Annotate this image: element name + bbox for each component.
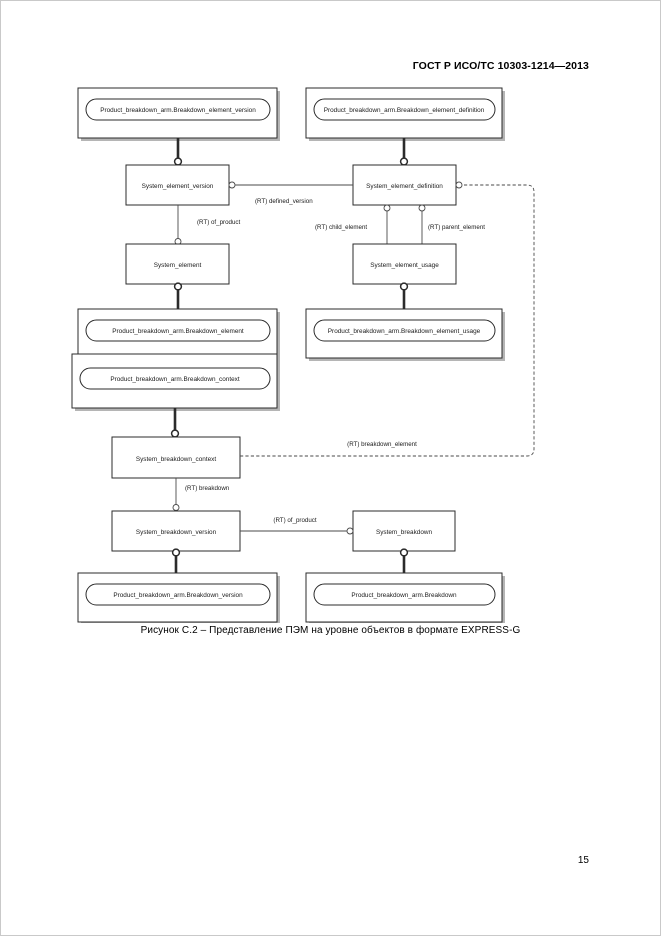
connector-e7-to-sb7 bbox=[399, 548, 409, 573]
entity-label: System_element_version bbox=[142, 183, 214, 190]
schema-label: Product_breakdown_arm.Breakdown_element bbox=[112, 328, 244, 335]
schema-label: Product_breakdown_arm.Breakdown_context bbox=[110, 376, 240, 383]
entity-label: System_breakdown_context bbox=[136, 456, 217, 463]
schema-label: Product_breakdown_arm.Breakdown_version bbox=[113, 592, 243, 599]
relationship-label: (RT) defined_version bbox=[255, 198, 313, 205]
relationship-breakdown-element: (RT) breakdown_element bbox=[240, 181, 535, 457]
relationship-defined-version: (RT) defined_version bbox=[228, 181, 353, 205]
schema-box-breakdown-element-usage: Product_breakdown_arm.Breakdown_element_… bbox=[305, 308, 505, 361]
schema-box-breakdown-element-version: Product_breakdown_arm.Breakdown_element_… bbox=[77, 87, 280, 141]
entity-system-breakdown: System_breakdown bbox=[352, 510, 456, 552]
schema-label: Product_breakdown_arm.Breakdown bbox=[351, 592, 457, 599]
connector-sb1-to-e1 bbox=[173, 138, 183, 166]
connector-e6-to-sb6 bbox=[171, 548, 181, 573]
entity-system-breakdown-version: System_breakdown_version bbox=[111, 510, 241, 552]
relationship-label: (RT) of_product bbox=[197, 219, 240, 226]
relationship-child-element: (RT) child_element bbox=[315, 204, 391, 244]
connector-e3-to-sb3 bbox=[173, 282, 183, 309]
connector-sb2-to-e2 bbox=[399, 138, 409, 166]
schema-box-breakdown: Product_breakdown_arm.Breakdown bbox=[305, 572, 505, 623]
entity-system-element: System_element bbox=[125, 243, 230, 285]
schema-box-breakdown-context: Product_breakdown_arm.Breakdown_context bbox=[71, 353, 280, 411]
entity-label: System_element_usage bbox=[370, 262, 439, 269]
figure-caption: Рисунок С.2 – Представление ПЭМ на уровн… bbox=[140, 625, 521, 636]
connector-sb5-to-e5 bbox=[170, 408, 180, 438]
entity-label: System_element_definition bbox=[366, 183, 443, 190]
standard-header: ГОСТ Р ИСО/ТС 10303-1214—2013 bbox=[412, 60, 589, 72]
schema-box-breakdown-element-definition: Product_breakdown_arm.Breakdown_element_… bbox=[305, 87, 505, 141]
relationship-parent-element: (RT) parent_element bbox=[418, 204, 485, 244]
page-number: 15 bbox=[577, 855, 589, 866]
entity-system-element-definition: System_element_definition bbox=[352, 164, 457, 206]
relationship-of-product-element: (RT) of_product bbox=[174, 205, 240, 245]
entity-label: System_breakdown bbox=[376, 529, 433, 536]
relationship-label: (RT) breakdown_element bbox=[347, 441, 417, 448]
relationship-breakdown: (RT) breakdown bbox=[172, 478, 230, 511]
schema-label: Product_breakdown_arm.Breakdown_element_… bbox=[100, 107, 256, 114]
entity-system-breakdown-context: System_breakdown_context bbox=[111, 436, 241, 479]
relationship-label: (RT) parent_element bbox=[428, 224, 485, 231]
express-g-diagram: .outer-rect { fill:#ffffff; stroke:#2b2b… bbox=[71, 87, 535, 623]
relationship-of-product-breakdown: (RT) of_product bbox=[240, 517, 354, 535]
entity-system-element-version: System_element_version bbox=[125, 164, 230, 206]
express-g-figure: .outer-rect { fill:#ffffff; stroke:#2b2b… bbox=[0, 78, 661, 623]
relationship-label: (RT) of_product bbox=[273, 517, 316, 524]
entity-label: System_breakdown_version bbox=[136, 529, 217, 536]
connector-e4-to-sb4 bbox=[399, 282, 409, 309]
relationship-label: (RT) breakdown bbox=[185, 485, 230, 492]
entity-label: System_element bbox=[154, 262, 202, 269]
schema-box-breakdown-version: Product_breakdown_arm.Breakdown_version bbox=[77, 572, 280, 623]
schema-box-breakdown-element: Product_breakdown_arm.Breakdown_element bbox=[77, 308, 280, 361]
relationship-label: (RT) child_element bbox=[315, 224, 367, 231]
schema-label: Product_breakdown_arm.Breakdown_element_… bbox=[324, 107, 485, 114]
entity-system-element-usage: System_element_usage bbox=[352, 243, 457, 285]
schema-label: Product_breakdown_arm.Breakdown_element_… bbox=[328, 328, 481, 335]
